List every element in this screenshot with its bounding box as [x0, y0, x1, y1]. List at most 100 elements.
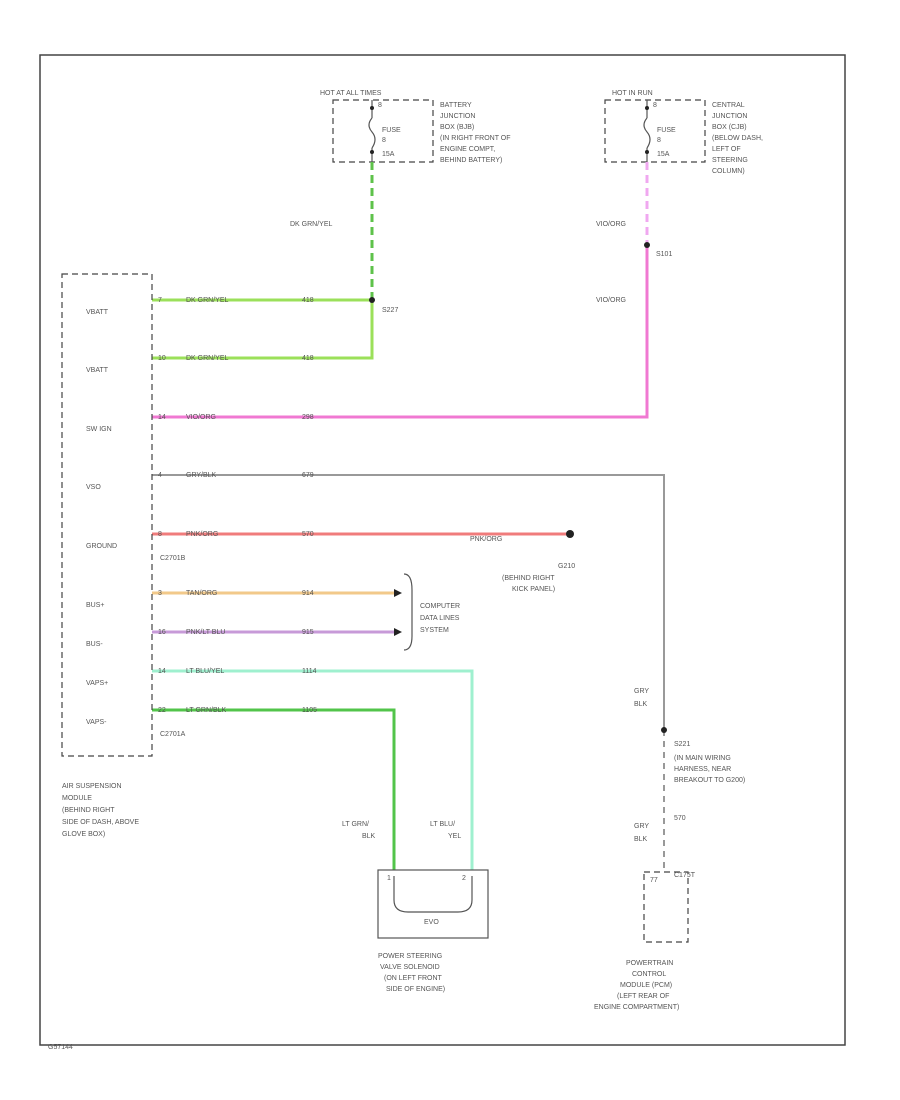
module-pin-circuit: 1114 — [302, 668, 317, 675]
wire-label-lt-blu-yel: YEL — [448, 833, 461, 840]
diagram-frame — [39, 54, 846, 1046]
module-pin-name: VAPS- — [86, 719, 107, 726]
splice-dot-s221 — [661, 727, 667, 733]
module-pin-circuit: 1105 — [302, 707, 317, 714]
wire-label-lt-grn: LT GRN/ — [342, 821, 369, 828]
power-steering-solenoid: LT GRN/ BLK LT BLU/ YEL 1 2 EVO POWER ST… — [342, 821, 489, 993]
module-pin-name: BUS+ — [86, 602, 104, 609]
splice-dot-s101 — [644, 242, 650, 248]
ground-g210-desc: (BEHIND RIGHT KICK PANEL) — [502, 575, 556, 593]
fuse-1-number: 8 — [382, 137, 386, 144]
wire-label-gry-bottom: GRY — [634, 823, 649, 830]
solenoid-description: POWER STEERING VALVE SOLENOID (ON LEFT F… — [378, 953, 445, 993]
wire-sw-ign — [152, 245, 649, 419]
module-pin-name: VAPS+ — [86, 680, 108, 687]
fuse-1-terminal-top — [370, 106, 374, 110]
module-pin-circuit: 915 — [302, 629, 314, 636]
wire-label-vio-org-feed-bottom: VIO/ORG — [596, 297, 626, 304]
module-pin-number: 14 — [158, 668, 166, 675]
module-pin-wire-color: TAN/ORG — [186, 590, 217, 597]
computer-bracket — [403, 573, 413, 651]
wire-label-lt-blu: LT BLU/ — [430, 821, 455, 828]
solenoid-pin-left: 1 — [387, 875, 391, 882]
fuse-2-name: FUSE — [657, 127, 676, 134]
module-pin-name: SW IGN — [86, 426, 112, 433]
module-pin-wire-color: LT GRN/BLK — [186, 707, 227, 714]
fuse-box-bjb-outline — [332, 99, 434, 163]
pcm-description: POWERTRAIN CONTROL MODULE (PCM) (LEFT RE… — [594, 960, 679, 1011]
fuse-1-symbol — [368, 117, 376, 149]
module-pin-number: 8 — [158, 531, 162, 538]
module-pin-number: 4 — [158, 472, 162, 479]
module-pin-number: 16 — [158, 629, 166, 636]
splice-label-s221: S221 — [674, 741, 690, 748]
splice-s221-desc: (IN MAIN WIRING HARNESS, NEAR BREAKOUT T… — [674, 755, 745, 784]
module-pin-name: GROUND — [86, 543, 117, 550]
module-pin-wire-color: LT BLU/YEL — [186, 668, 224, 675]
module-pin-circuit: 570 — [302, 531, 314, 538]
wire-label-blk-bottom: BLK — [634, 836, 648, 843]
module-pin-wire-color: DK GRN/YEL — [186, 355, 229, 362]
pcm-pin: 77 — [650, 877, 658, 884]
computer-data-lines-label: COMPUTER DATA LINES SYSTEM — [420, 603, 462, 634]
module-pin-circuit: 418 — [302, 355, 314, 362]
module-connector-top: C2701B — [160, 555, 186, 562]
module-pin-circuit: 298 — [302, 414, 314, 421]
fuse-1-terminal-bottom — [370, 150, 374, 154]
pcm-outline — [643, 871, 689, 943]
splice-label-s227: S227 — [382, 307, 398, 314]
fuse-2-number: 8 — [657, 137, 661, 144]
fuse-1-pin: 8 — [378, 102, 382, 109]
module-pin-wire-color: VIO/ORG — [186, 414, 216, 421]
solenoid-coil-path — [393, 876, 473, 913]
wire-label-vio-org-feed-top: VIO/ORG — [596, 221, 626, 228]
module-pin-number: 7 — [158, 297, 162, 304]
fuse-1-name: FUSE — [382, 127, 401, 134]
footer-code: G57144 — [48, 1044, 73, 1051]
solenoid-outline — [377, 869, 489, 939]
module-outline — [61, 273, 153, 757]
module-pin-name: VBATT — [86, 309, 109, 316]
pcm: C175T 77 POWERTRAIN CONTROL MODULE (PCM)… — [594, 871, 696, 1011]
splice-dot-s227 — [369, 297, 375, 303]
module-connector-bottom: C2701A — [160, 731, 186, 738]
solenoid-coil: EVO — [424, 919, 439, 926]
wire-vaps-plus — [152, 669, 474, 870]
wire-vbatt-2 — [152, 300, 374, 360]
module-pin-number: 3 — [158, 590, 162, 597]
pcm-connector: C175T — [674, 872, 696, 879]
fuse-2-terminal-top — [645, 106, 649, 110]
module-pin-number: 22 — [158, 707, 166, 714]
module-pin-number: 10 — [158, 355, 166, 362]
bus-plus-arrow — [394, 589, 402, 597]
fuse-2-rating: 15A — [657, 151, 670, 158]
wire-label-dk-grn-yel-feed: DK GRN/YEL — [290, 221, 333, 228]
ground-g210-label: G210 — [558, 563, 575, 570]
fuse-2-location: CENTRAL JUNCTION BOX (CJB) (BELOW DASH, … — [712, 102, 765, 175]
module-pin-wire-color: PNK/LT BLU — [186, 629, 225, 636]
fuse-box-cjb-outline — [604, 99, 706, 163]
module-pin-circuit: 914 — [302, 590, 314, 597]
module-pin-number: 14 — [158, 414, 166, 421]
splice-label-s101: S101 — [656, 251, 672, 258]
module-pin-wire-color: DK GRN/YEL — [186, 297, 229, 304]
module-pin-circuit: 679 — [302, 472, 314, 479]
wire-vaps-minus — [152, 708, 396, 870]
wire-label-blk-top: BLK — [634, 701, 648, 708]
module-pin-wire-color: GRY/BLK — [186, 472, 217, 479]
fuse-1-rating: 15A — [382, 151, 395, 158]
splice-s221-circuit: 570 — [674, 815, 686, 822]
module-pin-name: VSO — [86, 484, 101, 491]
fuse-box-bjb: HOT AT ALL TIMES 8 FUSE 8 15A BATTERY JU… — [320, 90, 512, 164]
fuse-2-pin: 8 — [653, 102, 657, 109]
wires — [152, 162, 665, 872]
fuse-2-terminal-bottom — [645, 150, 649, 154]
module-pin-wire-color: PNK/ORG — [186, 531, 218, 538]
module-pin-circuit: 418 — [302, 297, 314, 304]
module-description: AIR SUSPENSION MODULE (BEHIND RIGHT SIDE… — [62, 783, 141, 838]
fuse-box-bjb-header: HOT AT ALL TIMES — [320, 90, 382, 97]
fuse-1-location: BATTERY JUNCTION BOX (BJB) (IN RIGHT FRO… — [440, 102, 512, 164]
